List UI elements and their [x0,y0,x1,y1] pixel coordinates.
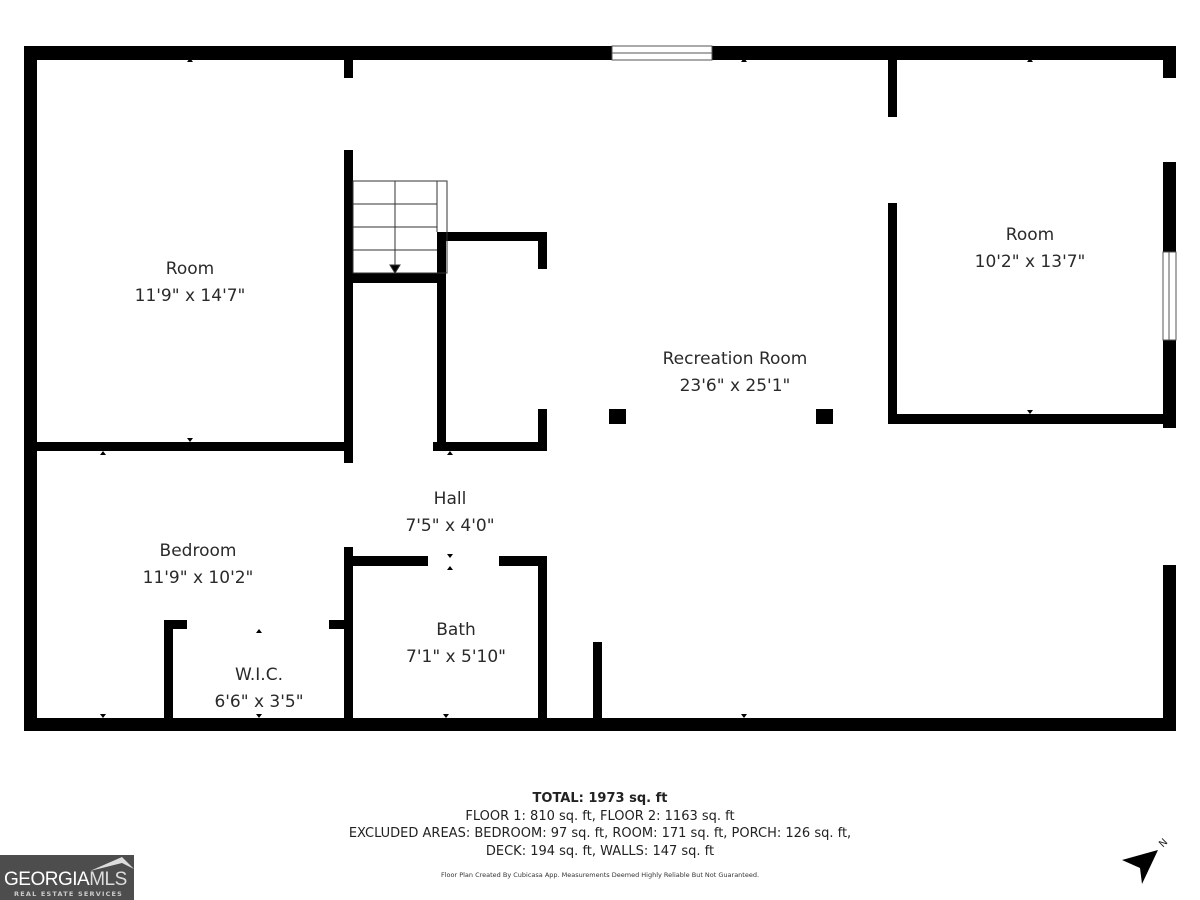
room-label: Room 11'9" x 14'7" [135,256,246,310]
credit-note: Floor Plan Created By Cubicasa App. Meas… [440,871,760,879]
wall-top [24,46,612,60]
room-dimensions: 23'6" x 25'1" [679,376,791,396]
room-label: W.I.C. 6'6" x 3'5" [214,662,303,716]
room-dimensions: 7'1" x 5'10" [406,647,506,667]
wall-right [1163,46,1176,78]
room-name: Hall [433,489,467,509]
room-dimensions: 6'6" x 3'5" [214,692,304,712]
room-name: Recreation Room [662,349,808,369]
floor-areas: FLOOR 1: 810 sq. ft, FLOOR 2: 1163 sq. f… [465,808,735,824]
roof-icon [90,857,134,871]
wall-right [1163,162,1176,252]
room-dimensions: 10'2" x 13'7" [974,252,1086,272]
wall-right [1163,340,1176,428]
room-dimensions: 11'9" x 14'7" [134,286,246,306]
room-label: Bedroom 11'9" x 10'2" [143,538,254,592]
area-summary: TOTAL: 1973 sq. ft FLOOR 1: 810 sq. ft, … [0,790,1200,885]
room-name: Bath [436,620,476,640]
column [609,409,626,424]
logo-text-mls: MLS [89,869,127,890]
room-name: Bedroom [159,541,237,561]
north-arrow-icon [1122,850,1158,884]
room-label: Room 10'2" x 13'7" [975,222,1086,276]
room-name: Room [1005,225,1055,245]
room-label: Recreation Room 23'6" x 25'1" [663,346,808,400]
door-markers [100,58,1033,718]
floor-plan [24,45,1177,731]
stairs [352,180,448,274]
room-label: Bath 7'1" x 5'10" [406,617,506,671]
column [816,409,833,424]
room-name: Room [165,259,215,279]
windows [611,45,1177,341]
room-name: W.I.C. [235,665,283,685]
excluded-areas-cont: DECK: 194 sq. ft, WALLS: 147 sq. ft [485,843,715,859]
total-area: TOTAL: 1973 sq. ft [532,791,668,806]
georgia-mls-logo: GEORGIAMLS REAL ESTATE SERVICES [0,855,134,900]
logo-text: GEORGIA [4,869,90,890]
logo-tagline: REAL ESTATE SERVICES [14,890,124,898]
room-dimensions: 7'5" x 4'0" [405,516,495,536]
excluded-areas: EXCLUDED AREAS: BEDROOM: 97 sq. ft, ROOM… [348,826,852,841]
stair-arrow-icon [389,264,401,274]
wall-top [712,46,1176,60]
wall-right [1163,565,1176,731]
wall-left [24,46,37,731]
room-label: Hall 7'5" x 4'0" [405,486,494,540]
wall-bottom [24,718,1176,731]
room-dimensions: 11'9" x 10'2" [142,568,254,588]
walls [24,46,1176,731]
compass: N [1118,837,1170,892]
